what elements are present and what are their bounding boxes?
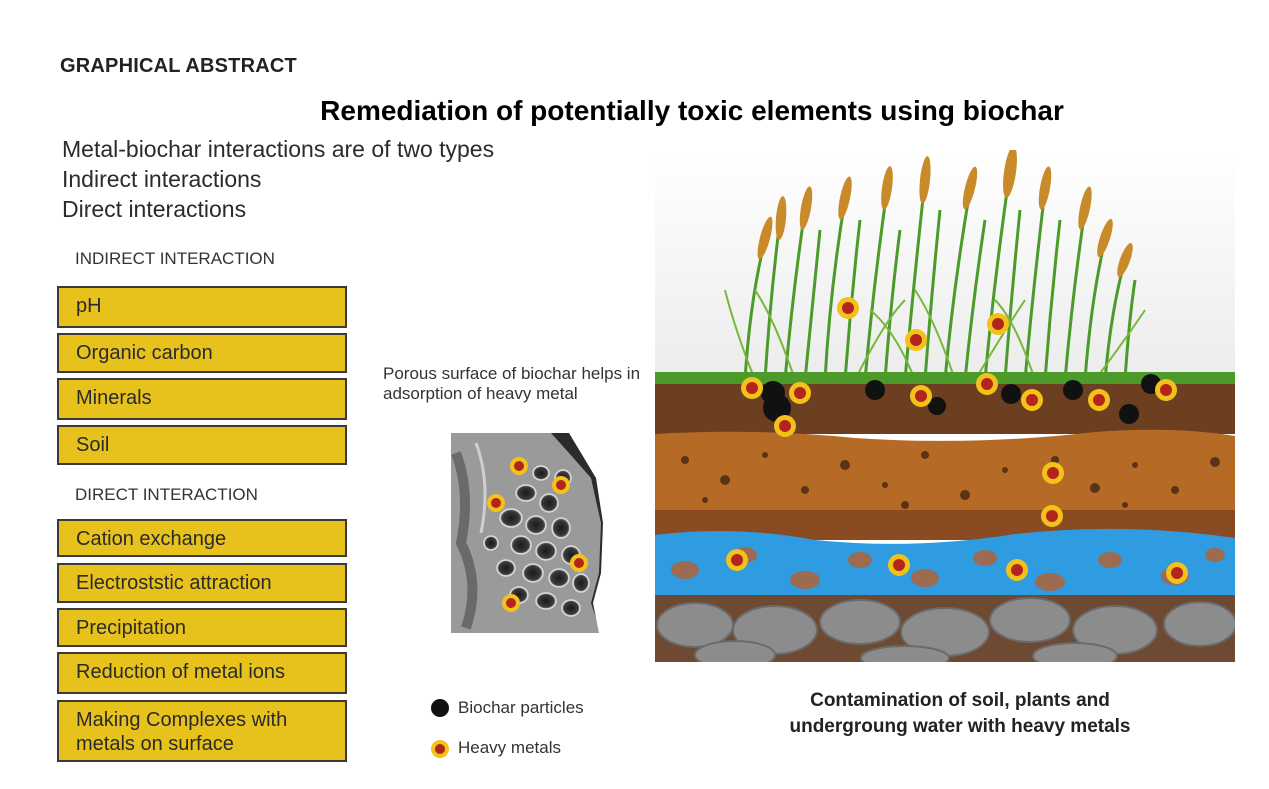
heavy-metal-icon bbox=[431, 740, 449, 758]
legend-heavy-metal: Heavy metals bbox=[430, 738, 561, 758]
biochar-particle-icon bbox=[431, 699, 449, 717]
scene-caption-line2: undergroung water with heavy metals bbox=[789, 716, 1131, 737]
indirect-heading: INDIRECT INTERACTION bbox=[75, 249, 275, 268]
section-label: GRAPHICAL ABSTRACT bbox=[60, 55, 297, 77]
direct-box-reduction: Reduction of metal ions bbox=[57, 652, 347, 694]
soil-contamination-scene bbox=[655, 150, 1235, 662]
indirect-box-minerals: Minerals bbox=[57, 378, 347, 420]
legend-biochar: Biochar particles bbox=[430, 698, 584, 718]
direct-box-electrostatic-attraction: Electroststic attraction bbox=[57, 563, 347, 603]
legend-metal-label: Heavy metals bbox=[458, 738, 561, 757]
intro-line-direct: Direct interactions bbox=[62, 196, 247, 222]
scene-caption-line1: Contamination of soil, plants and bbox=[810, 690, 1110, 711]
direct-box-complexes: Making Complexes with metals on surface bbox=[57, 700, 347, 762]
intro-line-indirect: Indirect interactions bbox=[62, 166, 262, 192]
indirect-box-ph: pH bbox=[57, 286, 347, 328]
indirect-box-soil: Soil bbox=[57, 425, 347, 465]
scene-caption: Contamination of soil, plants and underg… bbox=[720, 688, 1200, 740]
intro-line-types: Metal-biochar interactions are of two ty… bbox=[62, 136, 495, 162]
sem-caption: Porous surface of biochar helps in adsor… bbox=[383, 364, 641, 403]
indirect-box-organic-carbon: Organic carbon bbox=[57, 333, 347, 373]
direct-heading: DIRECT INTERACTION bbox=[75, 485, 258, 504]
biochar-sem-image bbox=[451, 433, 604, 633]
direct-box-precipitation: Precipitation bbox=[57, 608, 347, 647]
page-title: Remediation of potentially toxic element… bbox=[320, 95, 1064, 126]
legend-biochar-label: Biochar particles bbox=[458, 698, 584, 717]
direct-box-cation-exchange: Cation exchange bbox=[57, 519, 347, 557]
